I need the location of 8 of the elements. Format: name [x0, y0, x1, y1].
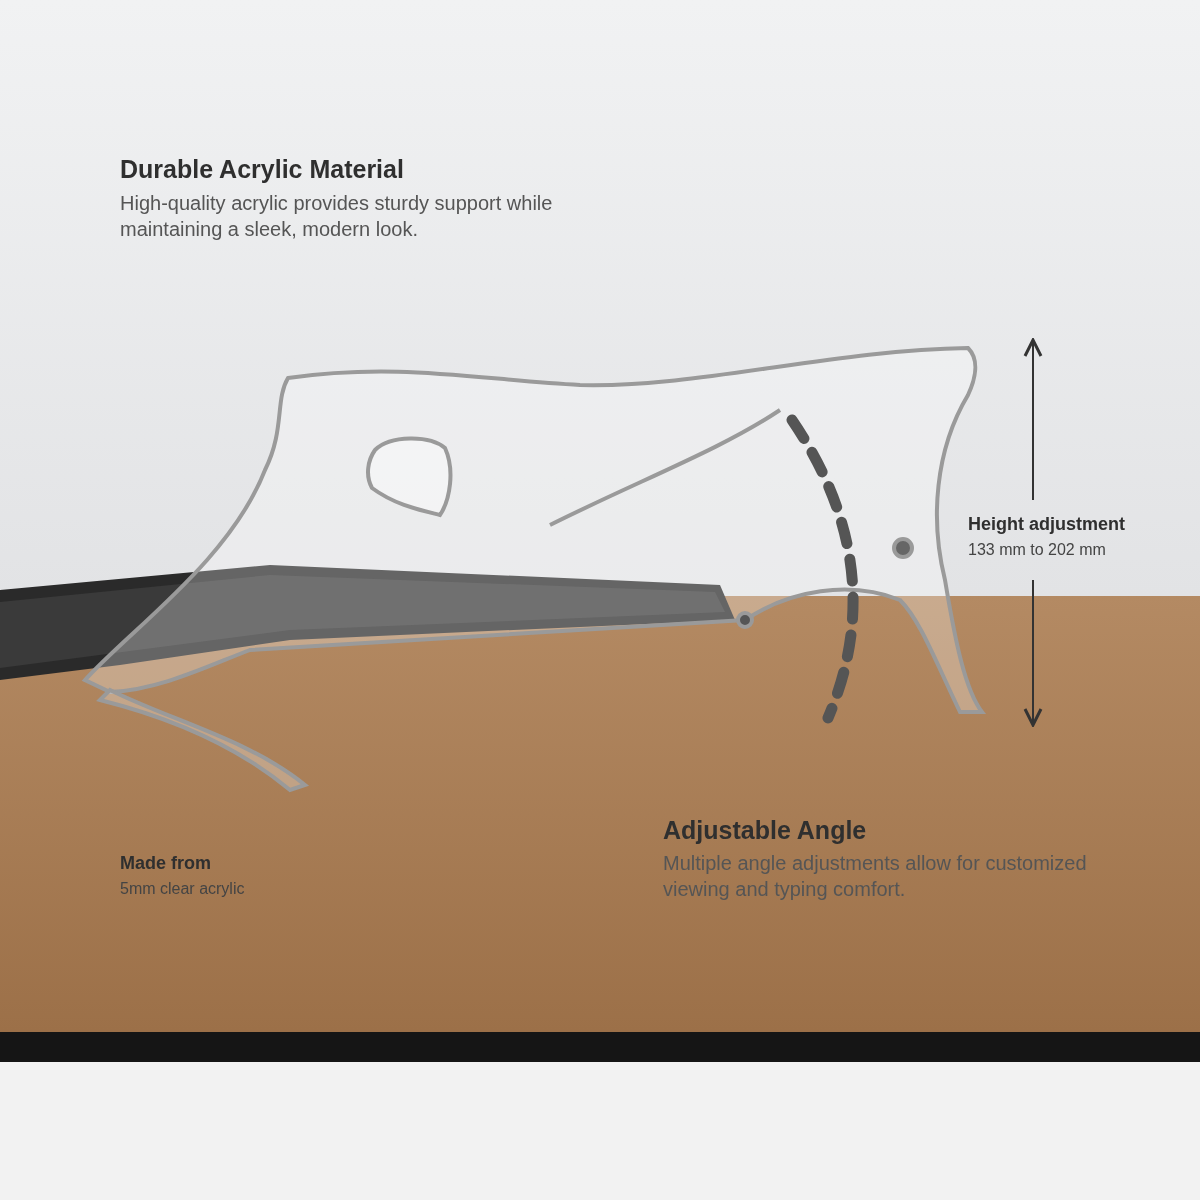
feature-description: High-quality acrylic provides sturdy support while maintaining a sleek, modern look.	[120, 191, 554, 242]
dimension-label: 133 mm to 202 mm	[968, 540, 1107, 560]
feature-heading: Made from	[120, 852, 212, 875]
feature-description: Multiple angle adjustments allow for customized viewing and typing comfort.	[663, 851, 1088, 902]
feature-heading: Adjustable Angle	[663, 815, 868, 846]
feature-heading: Durable Acrylic Material	[120, 154, 405, 185]
material-note: 5mm clear acrylic	[120, 879, 246, 899]
feature-heading: Height adjustment	[968, 513, 1126, 536]
